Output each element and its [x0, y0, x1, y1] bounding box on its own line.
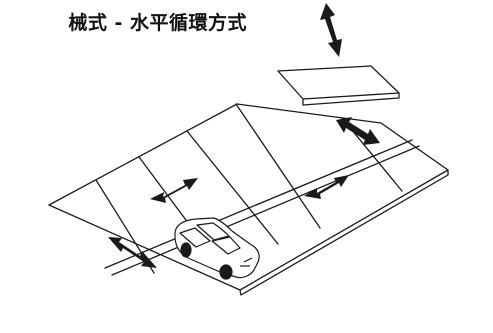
bay-divider — [186, 130, 279, 245]
double-headed-diagonal-arrow-icon — [336, 117, 380, 145]
circulation-lane — [111, 145, 420, 276]
double-headed-vertical-arrow-icon — [320, 3, 342, 57]
caption-box: 械式 - 水平循環方式 — [0, 6, 255, 42]
lift-platform-edge — [302, 92, 400, 106]
parking-deck-edge — [239, 169, 449, 296]
double-headed-diagonal-arrow-icon — [304, 175, 349, 199]
double-headed-diagonal-arrow-icon — [150, 178, 198, 203]
double-headed-diagonal-arrow-icon — [108, 237, 157, 268]
parking-deck-outline — [48, 103, 449, 291]
bay-divider — [235, 103, 321, 229]
lift-platform — [277, 65, 400, 100]
circulation-lane — [104, 139, 413, 269]
car-icon — [174, 217, 260, 280]
diagram-caption: 械式 - 水平循環方式 — [68, 12, 247, 34]
